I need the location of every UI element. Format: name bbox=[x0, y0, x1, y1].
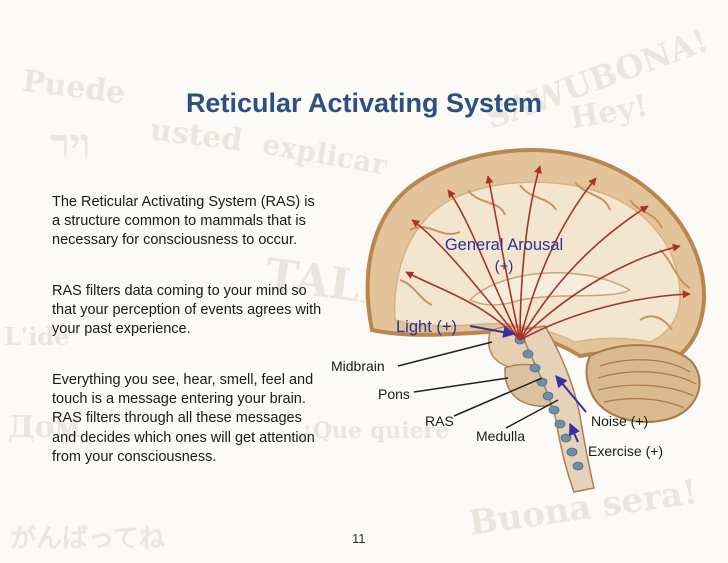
label-general-arousal: General Arousal bbox=[444, 236, 564, 254]
page-number: 11 bbox=[352, 531, 366, 546]
paragraph-ras-filters: RAS filters data coming to your mind so … bbox=[52, 283, 322, 338]
label-leaders bbox=[397, 341, 559, 429]
label-medulla: Medulla bbox=[476, 428, 526, 444]
ras-dots bbox=[514, 335, 584, 471]
noise-arrow bbox=[555, 375, 587, 413]
slide-title: Reticular Activating System bbox=[185, 88, 543, 118]
label-general-arousal-sign: (+) bbox=[494, 258, 514, 275]
exercise-arrow bbox=[568, 422, 580, 443]
gyri bbox=[399, 181, 691, 331]
cerebellum bbox=[585, 344, 701, 423]
label-noise: Noise (+) bbox=[591, 413, 649, 429]
label-light: Light (+) bbox=[396, 318, 457, 336]
paragraph-messages: Everything you see, hear, smell, feel an… bbox=[52, 372, 315, 465]
label-midbrain: Midbrain bbox=[331, 358, 385, 374]
label-ras: RAS bbox=[425, 413, 454, 429]
light-arrow bbox=[469, 325, 516, 338]
label-pons: Pons bbox=[378, 386, 410, 402]
arousal-arrows bbox=[405, 165, 691, 341]
label-exercise: Exercise (+) bbox=[588, 443, 664, 459]
paragraph-ras-definition: The Reticular Activating System (RAS) is… bbox=[52, 194, 315, 249]
